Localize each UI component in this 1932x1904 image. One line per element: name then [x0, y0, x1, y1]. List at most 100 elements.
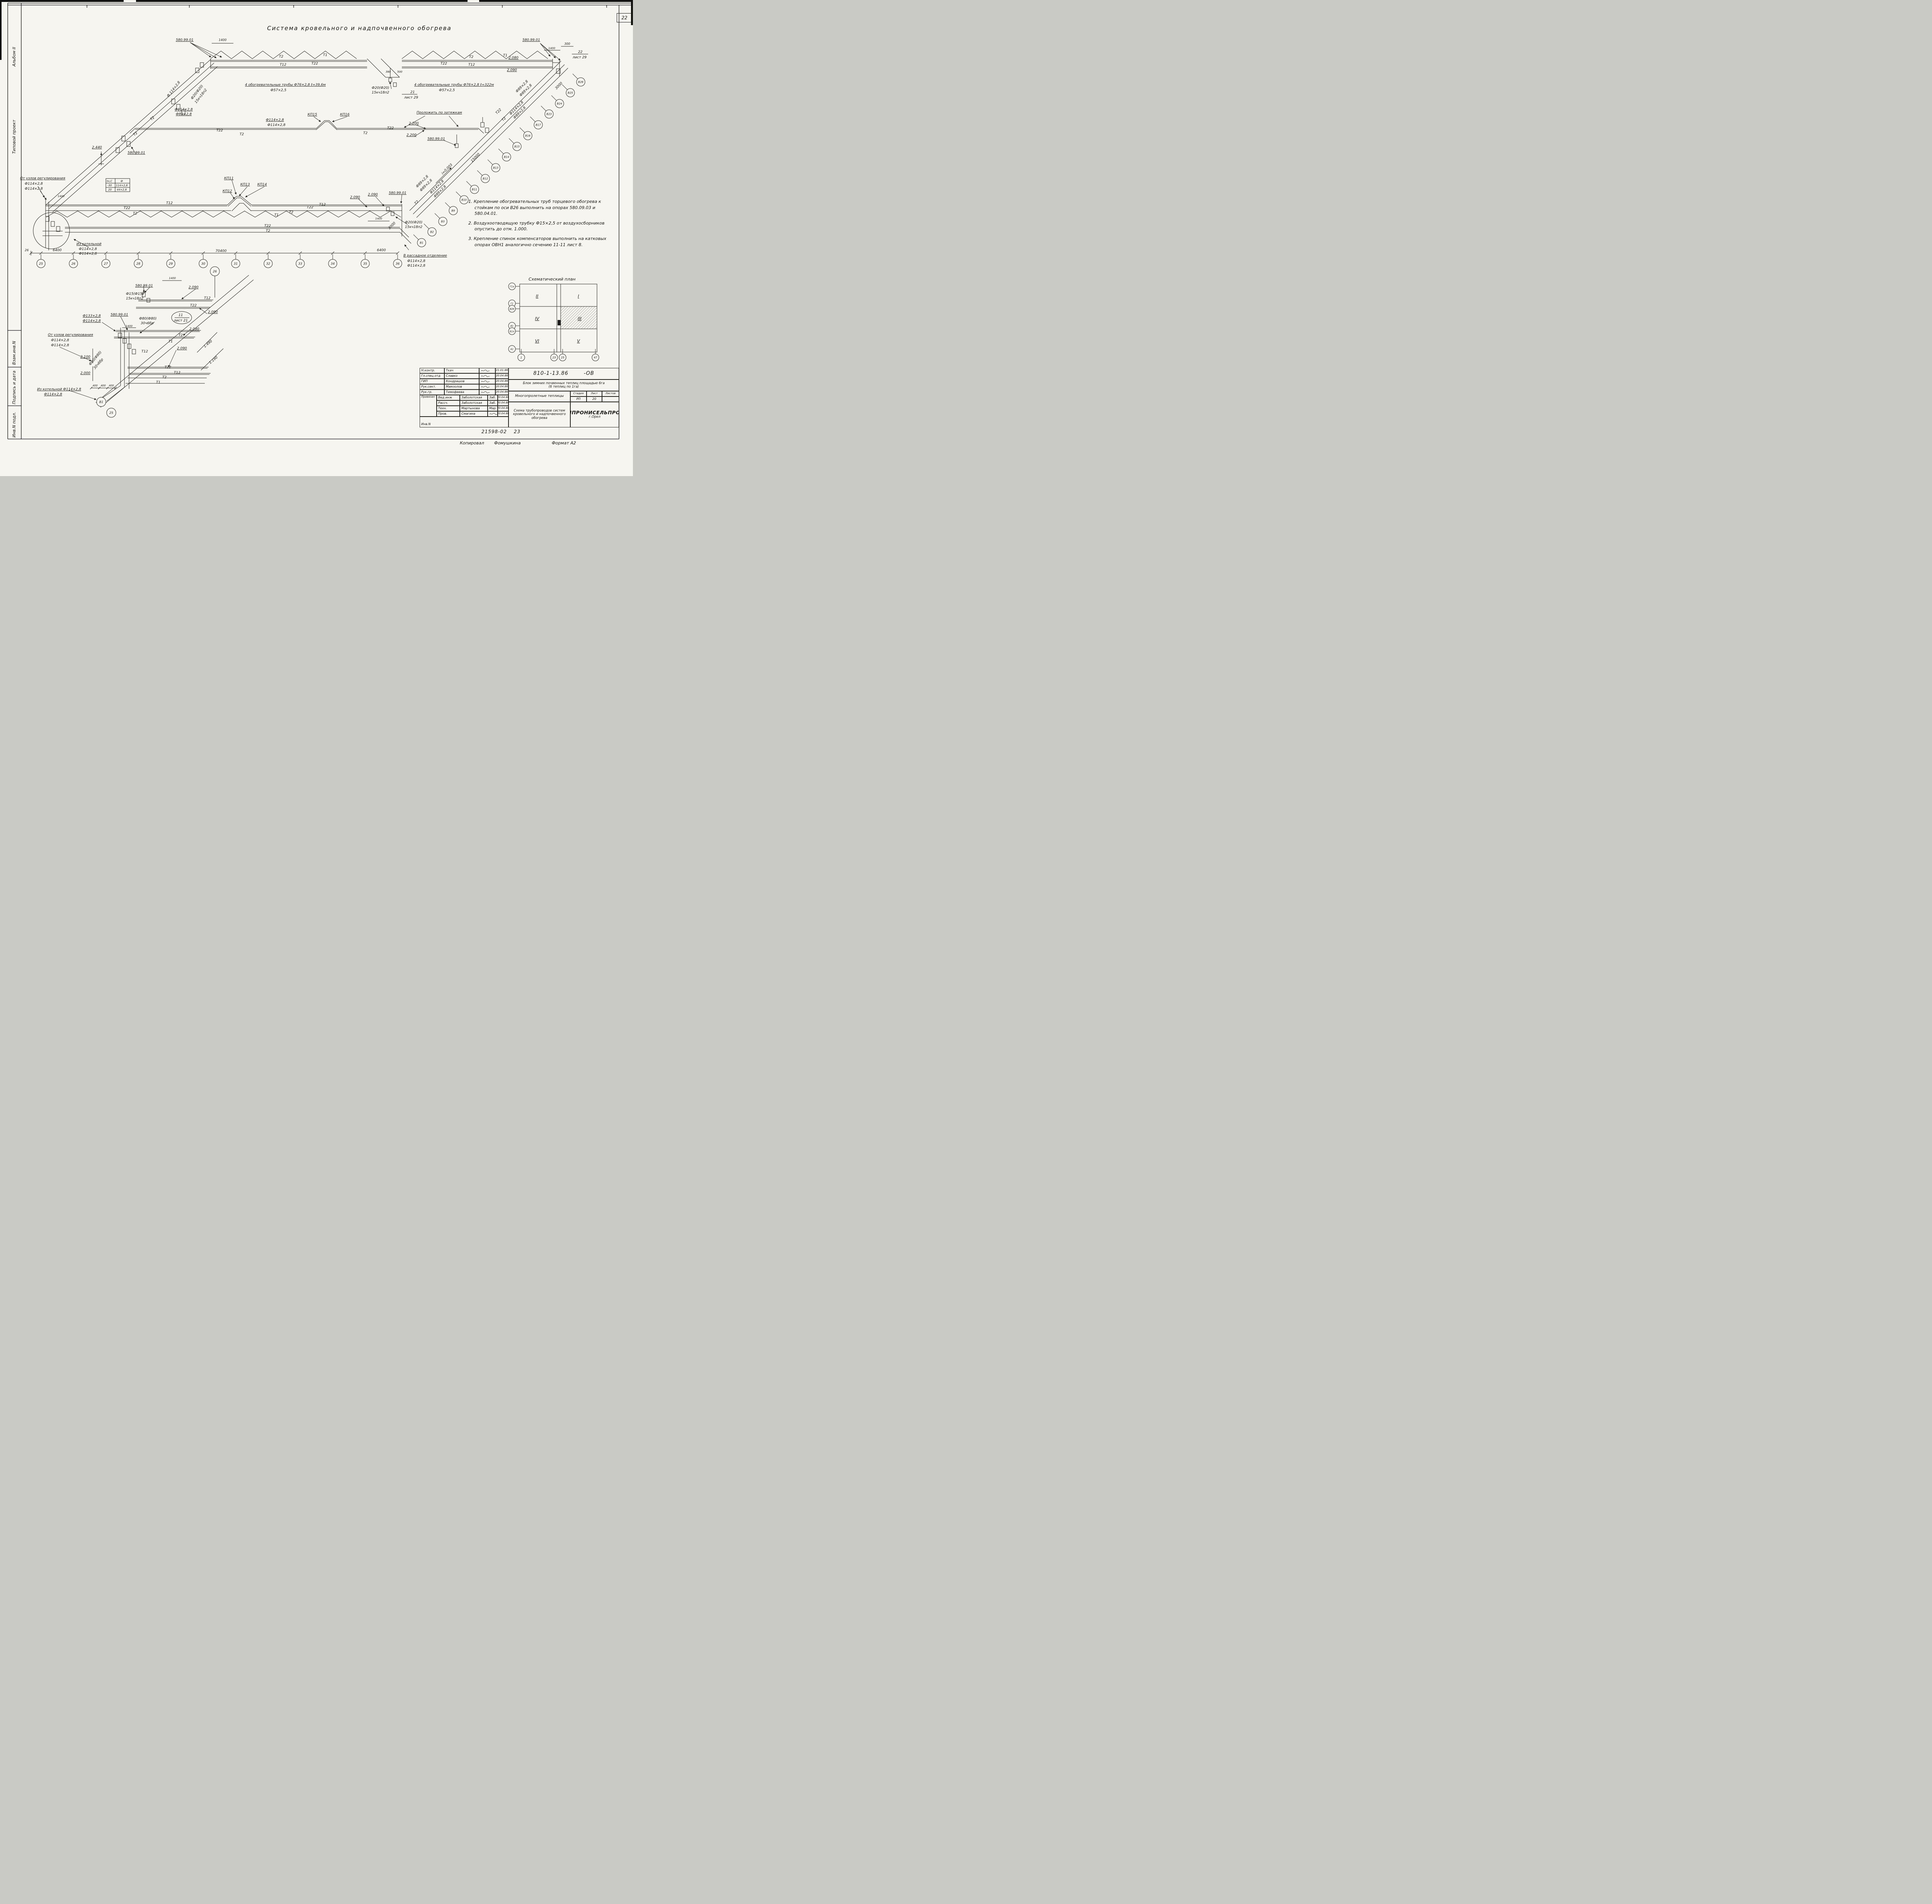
- copied-name: Фомушкина: [494, 441, 521, 446]
- diagram-label: 6400: [53, 248, 62, 252]
- pipe-linework: [29, 43, 597, 408]
- titleblock-doc-code: 810-1-13.86 -ОВ: [509, 368, 619, 379]
- axis-circle: [36, 259, 46, 268]
- titleblock-signature: [479, 384, 495, 390]
- axis-bubble: В12: [477, 170, 490, 183]
- diagram-label: 15кч18п2: [405, 225, 423, 229]
- pipe-fitting: [393, 82, 397, 87]
- pipe-fitting: [195, 68, 199, 73]
- margin-vzam-inv: Взам.инв.N: [12, 341, 17, 365]
- margin-signature-date: Подпись и дата: [12, 371, 17, 404]
- leader-line: [389, 82, 392, 89]
- pipe-fitting: [146, 298, 150, 303]
- pipe-line: [39, 251, 43, 255]
- titleblock-date: 20.04.86: [495, 379, 509, 384]
- diagram-label: Т12: [319, 203, 326, 207]
- leader-line: [183, 330, 189, 336]
- leader-line: [404, 244, 409, 250]
- titleblock-signature: [479, 368, 495, 373]
- margin-album: Альбом II: [12, 47, 17, 66]
- pipe-line: [409, 61, 561, 211]
- pipe-line: [29, 251, 33, 255]
- diagram-label: 1.490: [203, 339, 213, 349]
- pipe-line: [363, 251, 367, 255]
- axis-lead: [509, 138, 514, 144]
- diagram-label: Т22: [307, 206, 313, 209]
- diagram-label: Т22: [311, 62, 318, 66]
- axis-label: В2: [430, 231, 434, 234]
- pipe-line: [401, 51, 548, 59]
- diagram-label: 4 обогревательные трубы Ф76×2,8 ℓ=322м: [414, 83, 494, 87]
- pipe-line: [90, 386, 93, 390]
- axis-circle: [296, 259, 305, 268]
- margin-project-type: Типовой проект: [12, 119, 17, 154]
- pipe-line: [106, 387, 125, 402]
- diagram-label: Ф57×2,5: [439, 88, 455, 92]
- pipe-fitting: [142, 293, 146, 297]
- diagram-label: Т12: [166, 201, 173, 205]
- axis-bubble: В1: [413, 234, 426, 247]
- axis-circle: [576, 77, 585, 87]
- axis-label: В13: [493, 167, 498, 170]
- pipe-fitting: [171, 99, 175, 104]
- axis-bubble: 26: [210, 266, 220, 281]
- signature-mark: [481, 391, 490, 393]
- axis-circle: [166, 259, 175, 268]
- axis-label: 28: [136, 262, 140, 265]
- axis-bubble: 30: [199, 254, 208, 268]
- titleblock-role: Гл.спец.отд: [420, 373, 444, 379]
- diagram-label: Ф20(Ф20): [405, 221, 422, 225]
- axis-circle: [264, 259, 273, 268]
- pipe-fitting: [116, 147, 120, 153]
- diagram-label: 2.090: [177, 347, 187, 351]
- pipe-line: [46, 211, 401, 218]
- leader-line: [68, 390, 97, 400]
- axis-bubble: 25: [106, 408, 116, 418]
- diagram-label: 2.090: [368, 193, 378, 197]
- axis-circle: [199, 259, 208, 268]
- diagram-label: 2.090: [189, 286, 199, 289]
- note-1: 1. Крепление обогревательных труб торцев…: [468, 199, 601, 216]
- axis-label: 1: [520, 356, 522, 359]
- diagram-label: Т1: [503, 54, 507, 58]
- pipe-line: [102, 385, 121, 398]
- axis-label: 30: [201, 262, 205, 265]
- object-line2: (6 теплиц по 1га): [548, 385, 579, 389]
- leader-line: [143, 289, 145, 296]
- diagram-label: 1400: [219, 38, 226, 42]
- diagram-label: 1400: [58, 195, 65, 198]
- diagram-label: 400: [109, 384, 114, 387]
- diagram-label: 580.99.01: [176, 38, 194, 42]
- titleblock-date: 21.01.86: [495, 368, 509, 373]
- pipe-fitting: [455, 143, 459, 148]
- pipe-fitting: [56, 226, 60, 232]
- axis-bubble: 1: [517, 349, 525, 361]
- diagram-label: tн,С: [107, 180, 112, 183]
- signature-mark: [489, 413, 497, 415]
- diagram-label: КП16: [340, 113, 350, 117]
- axis-bubble: В3: [434, 213, 447, 226]
- axis-label: В1: [99, 400, 104, 404]
- axis-label: А1: [510, 348, 514, 351]
- axis-bubble: В10: [456, 191, 469, 204]
- sheet-label: Лист: [587, 391, 602, 396]
- axis-circle: [508, 305, 516, 313]
- leader-line: [59, 347, 92, 361]
- diagram-label: Т22: [264, 224, 271, 228]
- axis-label: Г1: [510, 302, 513, 305]
- diagram-label: 580.99.01: [522, 38, 540, 42]
- pipe-line: [33, 212, 70, 249]
- signature-mark: [481, 375, 490, 377]
- leader-line: [139, 322, 155, 333]
- diagram-label: III: [578, 316, 582, 321]
- diagram-label: Т12: [280, 63, 286, 67]
- leader-line: [231, 180, 237, 195]
- titleblock-name: Заболотская: [460, 395, 488, 400]
- axis-bubble: В1: [96, 397, 106, 407]
- leader-line: [239, 186, 248, 196]
- axis-bubble: 25: [559, 349, 566, 361]
- pipe-line: [49, 63, 214, 209]
- axis-circle: [508, 327, 516, 335]
- axis-circle: [101, 259, 111, 268]
